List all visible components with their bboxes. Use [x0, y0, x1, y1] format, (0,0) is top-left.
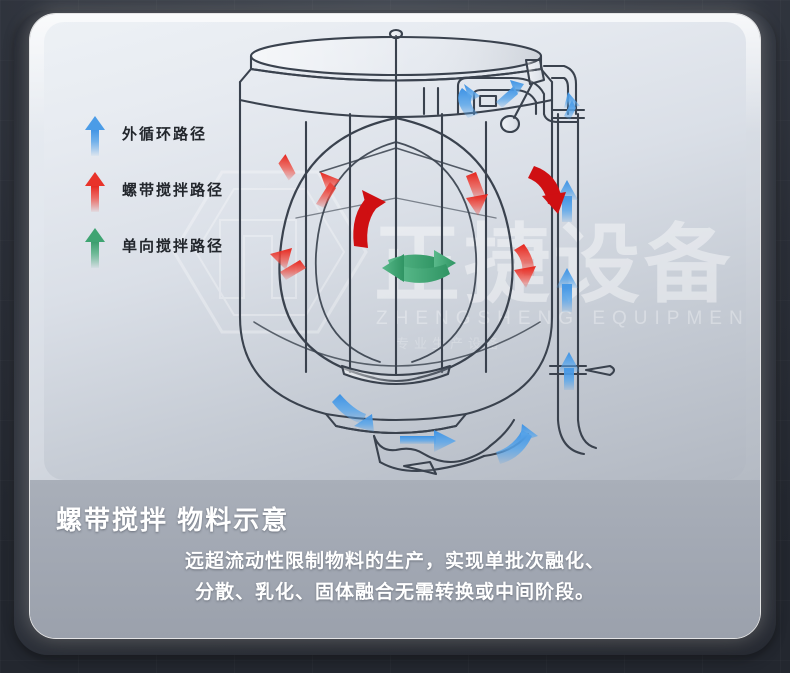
caption-line-2: 分散、乳化、固体融合无需转换或中间阶段。 [194, 582, 595, 603]
diagram-panel: 正捷设备 ZHENGSHENG EQUIPMENT 专业生产设备 [44, 22, 746, 480]
caption-panel: 螺带搅拌 物料示意 远超流动性限制物料的生产，实现单批次融化、 分散、乳化、固体… [30, 480, 760, 638]
caption-line-1: 远超流动性限制物料的生产，实现单批次融化、 [184, 551, 605, 572]
flow-arrows-blue [332, 80, 580, 464]
legend-label: 外循环路径 [122, 126, 208, 143]
caption-body: 远超流动性限制物料的生产，实现单批次融化、 分散、乳化、固体融合无需转换或中间阶… [30, 546, 760, 608]
legend-label: 螺带搅拌路径 [122, 182, 225, 199]
up-arrow-icon [85, 172, 105, 212]
flow-arrows-green [382, 250, 456, 283]
caption-title: 螺带搅拌 物料示意 [56, 505, 290, 535]
legend-label: 单向搅拌路径 [122, 238, 225, 255]
product-image-card: 正捷设备 ZHENGSHENG EQUIPMENT 专业生产设备 [30, 14, 760, 638]
flow-arrows-red [270, 154, 566, 288]
up-arrow-icon [85, 116, 105, 156]
up-arrow-icon [85, 228, 105, 268]
vessel-schematic [238, 28, 616, 476]
